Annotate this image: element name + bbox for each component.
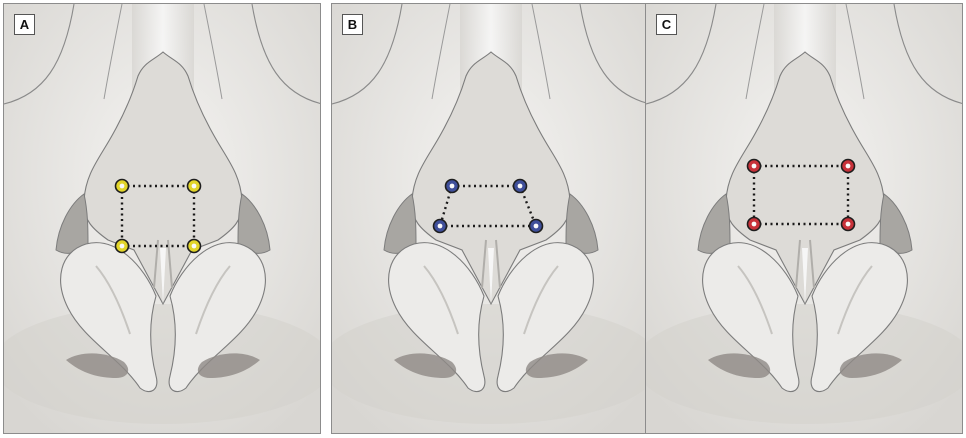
panel-label-b: B	[342, 14, 363, 35]
panel-c: C	[645, 3, 963, 434]
nose-illustration-b	[332, 4, 649, 434]
panel-label-c: C	[656, 14, 677, 35]
nose-illustration-a	[4, 4, 321, 434]
panel-a: A	[3, 3, 321, 434]
panel-label-a: A	[14, 14, 35, 35]
nose-illustration-c	[646, 4, 963, 434]
panel-b: B	[331, 3, 649, 434]
